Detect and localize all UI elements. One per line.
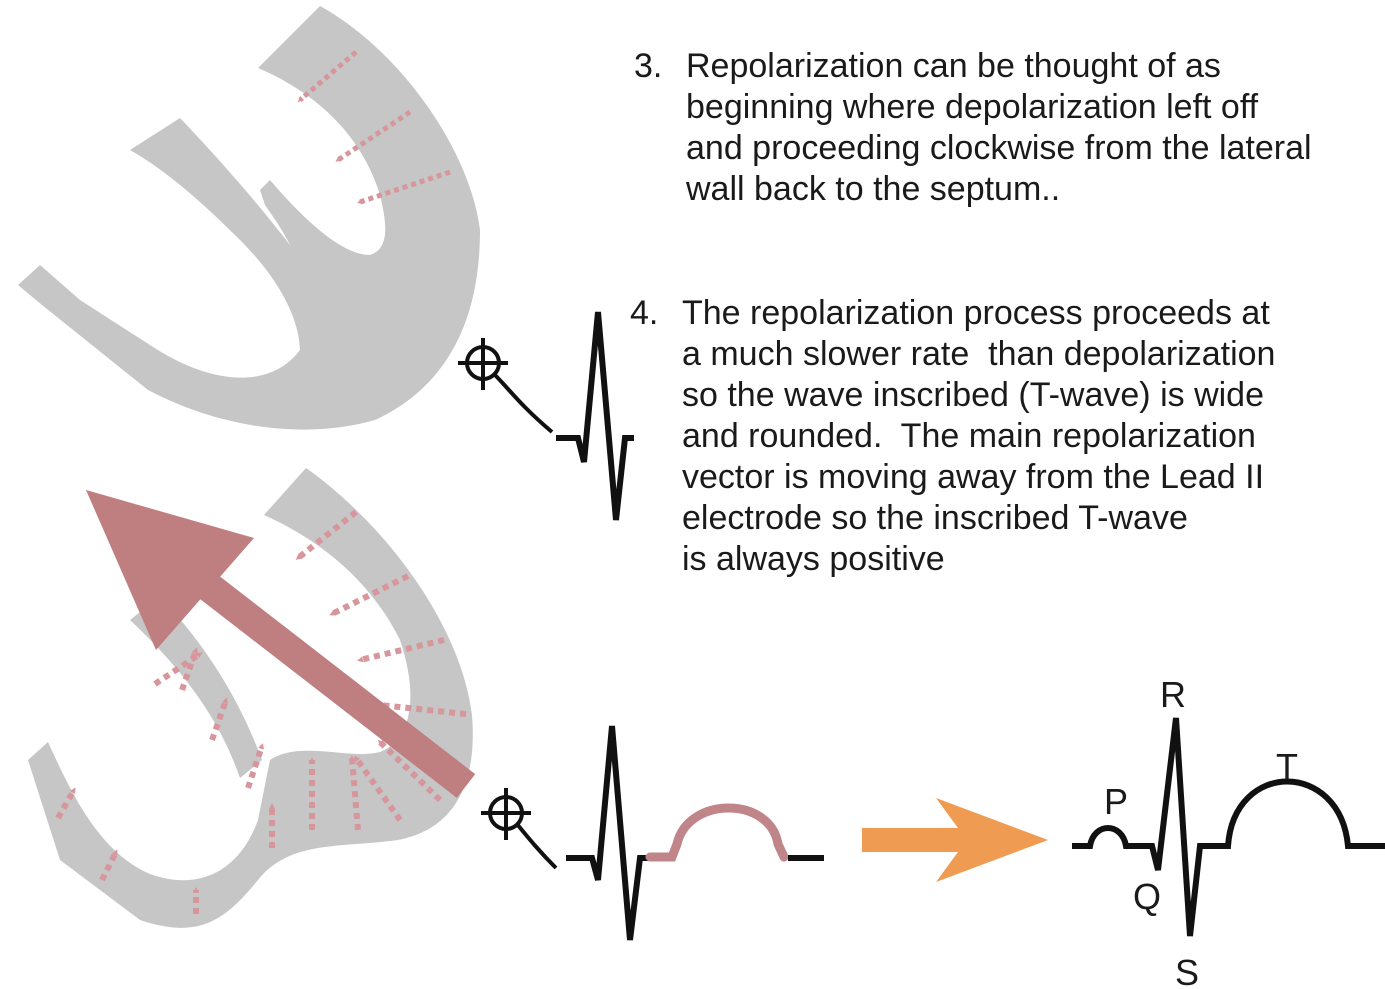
step-3-line: wall back to the septum..: [686, 169, 1312, 210]
wave-label-s: S: [1175, 952, 1199, 989]
wave-label-t: T: [1276, 746, 1298, 787]
step-3-number: 3.: [634, 46, 662, 87]
electrode-crosshair-icon: [458, 338, 552, 432]
step-4-line: a much slower rate than depolarization: [682, 334, 1275, 375]
step-4-line: and rounded. The main repolarization: [682, 416, 1275, 457]
heart-ventricles-top: [18, 6, 480, 430]
step-3-line: Repolarization can be thought of as: [686, 46, 1312, 87]
electrode-crosshair-icon: [481, 788, 556, 868]
wave-label-r: R: [1160, 674, 1186, 715]
qrs-complex-top: [556, 312, 634, 520]
ecg-pqrst-trace: [1072, 718, 1385, 936]
wave-label-p: P: [1104, 781, 1128, 822]
qrs-complex-bottom: [566, 726, 650, 940]
step-4-number: 4.: [630, 293, 658, 334]
step-4-line: electrode so the inscribed T-wave: [682, 498, 1275, 539]
step-4-line: vector is moving away from the Lead II: [682, 457, 1275, 498]
step-4-line: is always positive: [682, 539, 1275, 580]
step-3-line: and proceeding clockwise from the latera…: [686, 128, 1312, 169]
step-4-line: so the wave inscribed (T-wave) is wide: [682, 375, 1275, 416]
t-wave-highlight: [650, 808, 784, 857]
step-4-line: The repolarization process proceeds at: [682, 293, 1275, 334]
transition-arrow-icon: [862, 798, 1048, 882]
wave-label-q: Q: [1133, 876, 1161, 917]
step-3-line: beginning where depolarization left off: [686, 87, 1312, 128]
